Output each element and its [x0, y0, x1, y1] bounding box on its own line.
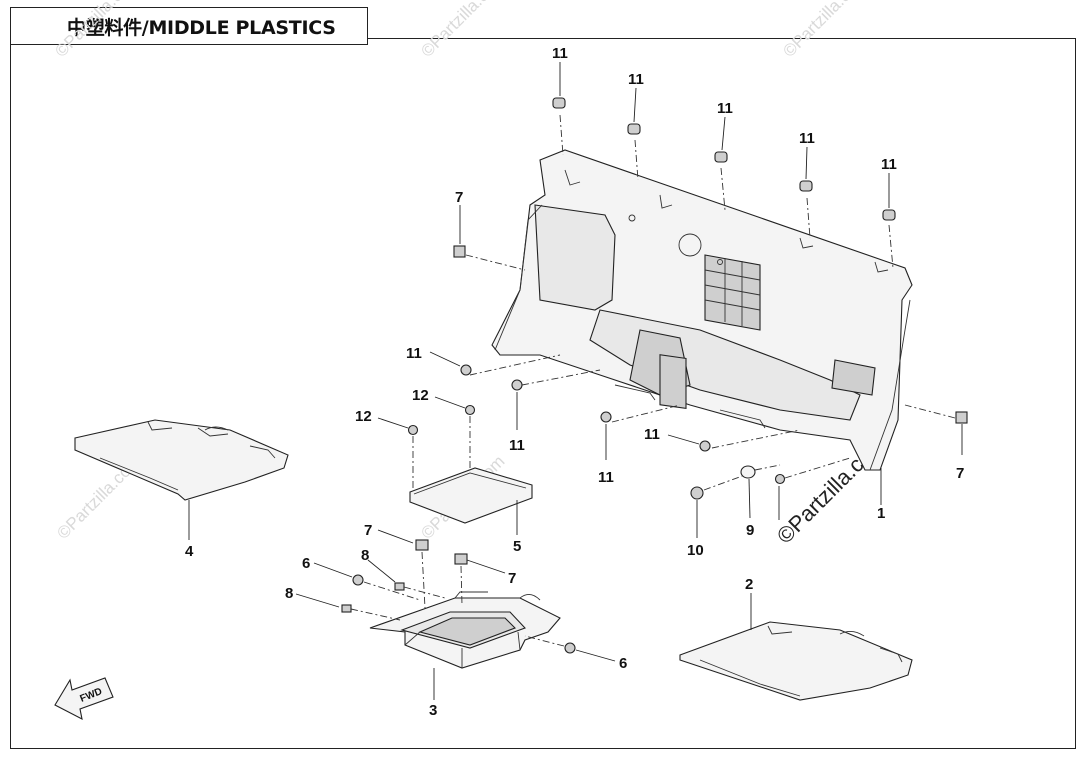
callout-11: 11	[881, 156, 897, 173]
callout-11: 11	[406, 345, 422, 362]
callout-8: 8	[361, 547, 369, 564]
fasteners-9-10	[690, 457, 851, 538]
callout-3: 3	[429, 702, 437, 719]
watermark-2: ©Partzilla.com	[417, 0, 508, 61]
part-3-storage-tray	[369, 591, 561, 669]
part-5-cover-plate	[409, 467, 533, 524]
callout-11: 11	[628, 71, 644, 88]
diagram-frame	[10, 38, 1076, 749]
part-leaders	[188, 468, 882, 700]
callout-5: 5	[513, 538, 521, 555]
callout-11: 11	[598, 469, 614, 486]
callout-6: 6	[619, 655, 627, 672]
fasteners-tray	[295, 529, 616, 662]
callout-7: 7	[956, 465, 964, 482]
callout-4: 4	[185, 543, 194, 560]
callout-1: 1	[877, 505, 885, 522]
callout-7: 7	[364, 522, 372, 539]
fasteners-11	[429, 62, 896, 460]
fasteners-7-panel	[453, 205, 968, 455]
diagram-title: 中塑料件/MIDDLE PLASTICS	[10, 7, 368, 45]
callouts: 11 11 11 11 11 7 11 12 12 11 11 11 7 1 9…	[185, 45, 964, 719]
watermark-1: ©Partzilla.com	[51, 0, 142, 61]
callout-11: 11	[717, 100, 733, 117]
callout-11: 11	[552, 45, 568, 62]
callout-12: 12	[355, 408, 372, 425]
callout-9: 9	[746, 522, 754, 539]
callout-11: 11	[644, 426, 660, 443]
callout-7: 7	[508, 570, 516, 587]
watermark-3: ©Partzilla.com	[779, 0, 870, 61]
callout-11: 11	[799, 130, 815, 147]
part-1-rear-panel	[491, 149, 913, 471]
callout-12: 12	[412, 387, 429, 404]
callout-7: 7	[455, 189, 463, 206]
part-4-left-floor-panel	[74, 419, 289, 501]
fasteners-12	[377, 396, 476, 490]
callout-8: 8	[285, 585, 293, 602]
callout-10: 10	[687, 542, 704, 559]
fwd-arrow: FWD	[54, 677, 114, 721]
part-2-right-floor-panel	[679, 621, 913, 701]
callout-6: 6	[302, 555, 310, 572]
callout-2: 2	[745, 576, 753, 593]
callout-11: 11	[509, 437, 525, 454]
